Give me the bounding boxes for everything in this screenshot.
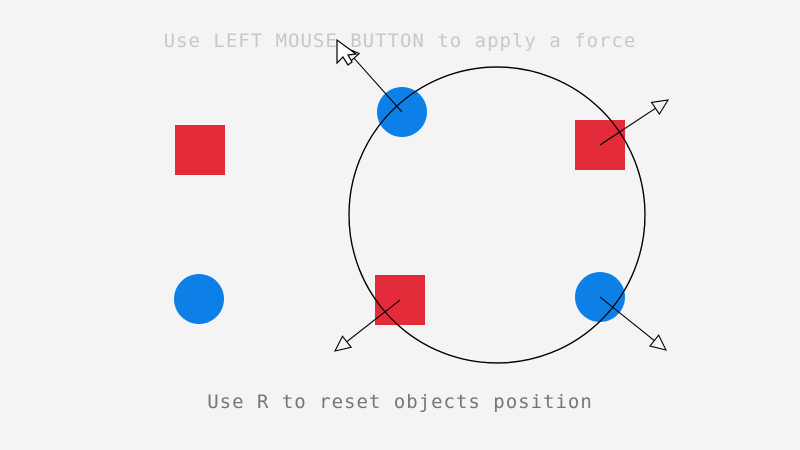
force-vector-top-right-square bbox=[599, 99, 670, 146]
mouse-cursor-icon bbox=[336, 38, 358, 66]
hint-text-reset-position: Use R to reset objects position bbox=[207, 391, 593, 413]
hint-text-apply-force: Use LEFT MOUSE BUTTON to apply a force bbox=[163, 30, 637, 52]
force-vector-bottom-right-circle bbox=[599, 296, 668, 351]
constraint-circle-overlay bbox=[348, 66, 646, 364]
body-red-square-free[interactable] bbox=[175, 125, 225, 175]
body-blue-circle-free[interactable] bbox=[174, 274, 224, 324]
force-vector-bottom-square bbox=[333, 299, 401, 352]
